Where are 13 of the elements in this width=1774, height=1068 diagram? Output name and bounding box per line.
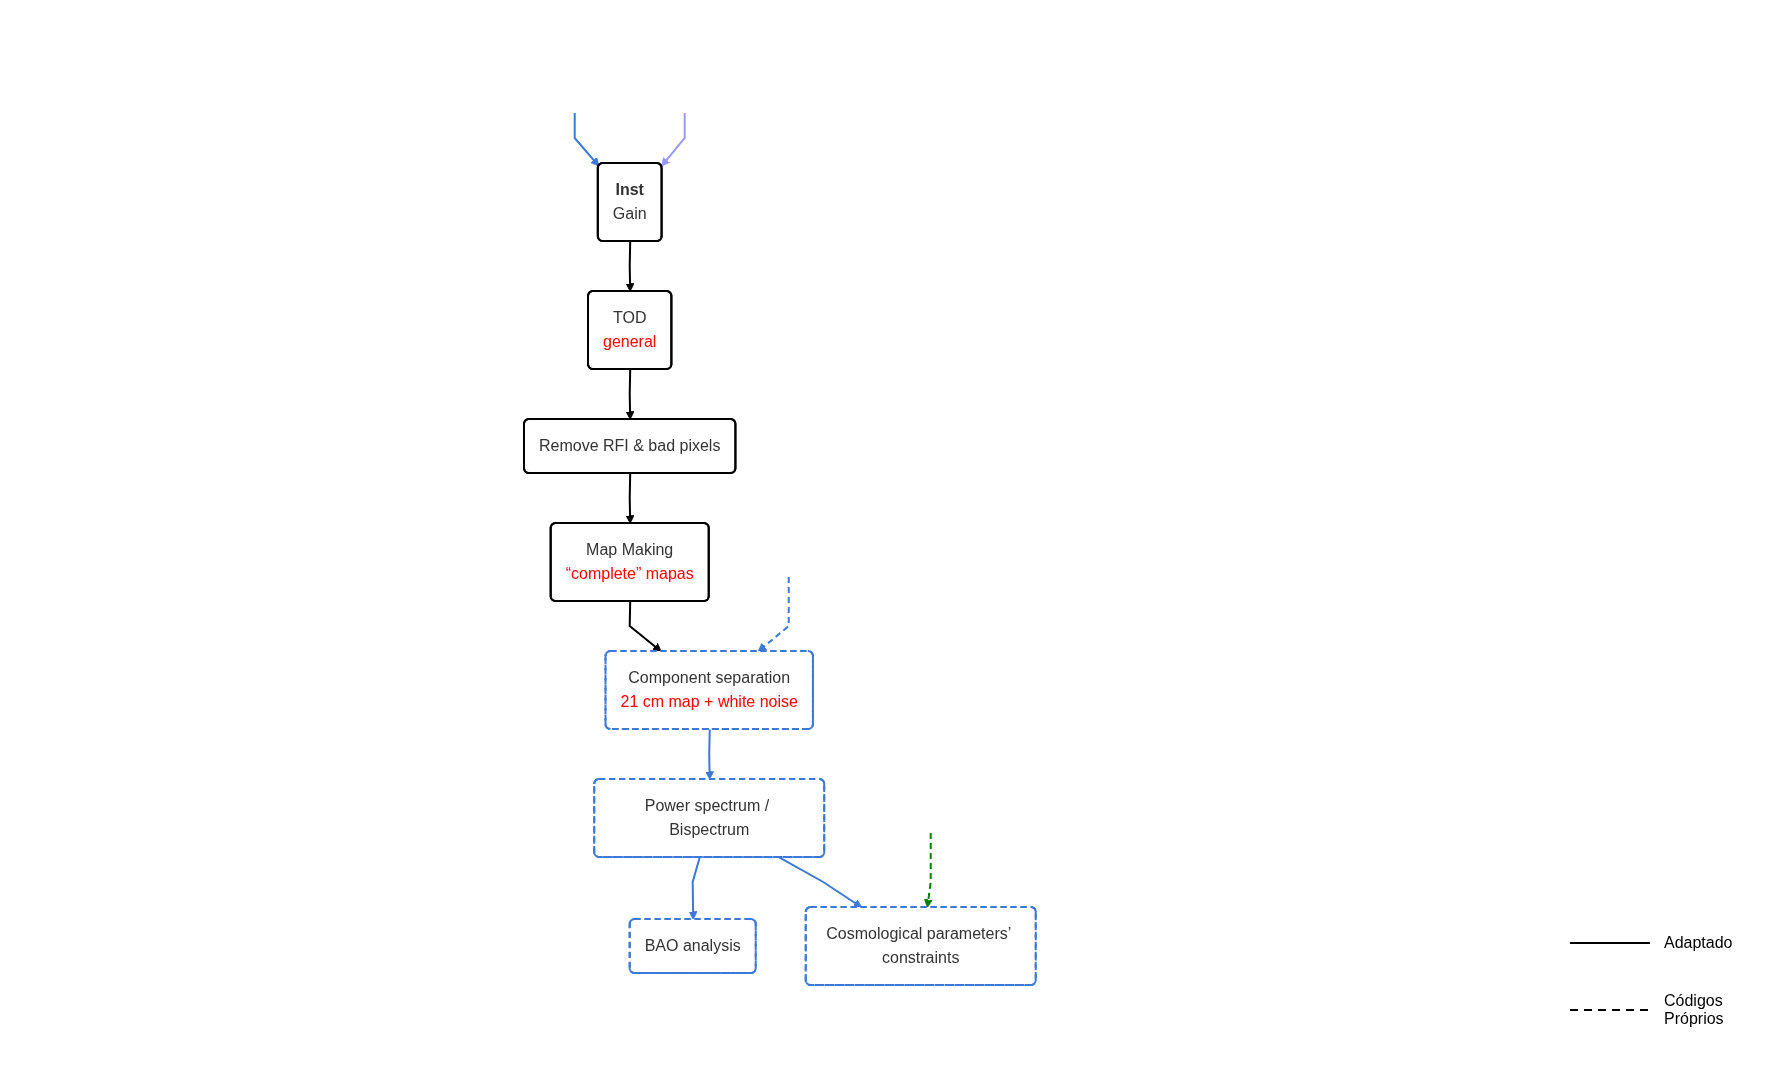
arrow bbox=[628, 600, 662, 652]
arrow bbox=[924, 832, 933, 908]
arrow bbox=[573, 112, 600, 167]
legend-text: Códigos Próprios bbox=[1664, 992, 1725, 1028]
legend-text: Adaptado bbox=[1664, 934, 1734, 952]
arrow bbox=[625, 472, 635, 524]
arrow bbox=[625, 240, 635, 292]
arrow bbox=[661, 112, 686, 167]
arrow bbox=[625, 368, 635, 420]
arrow bbox=[688, 856, 701, 920]
arrow bbox=[705, 728, 715, 780]
arrow bbox=[757, 576, 790, 652]
arrow bbox=[778, 856, 863, 908]
